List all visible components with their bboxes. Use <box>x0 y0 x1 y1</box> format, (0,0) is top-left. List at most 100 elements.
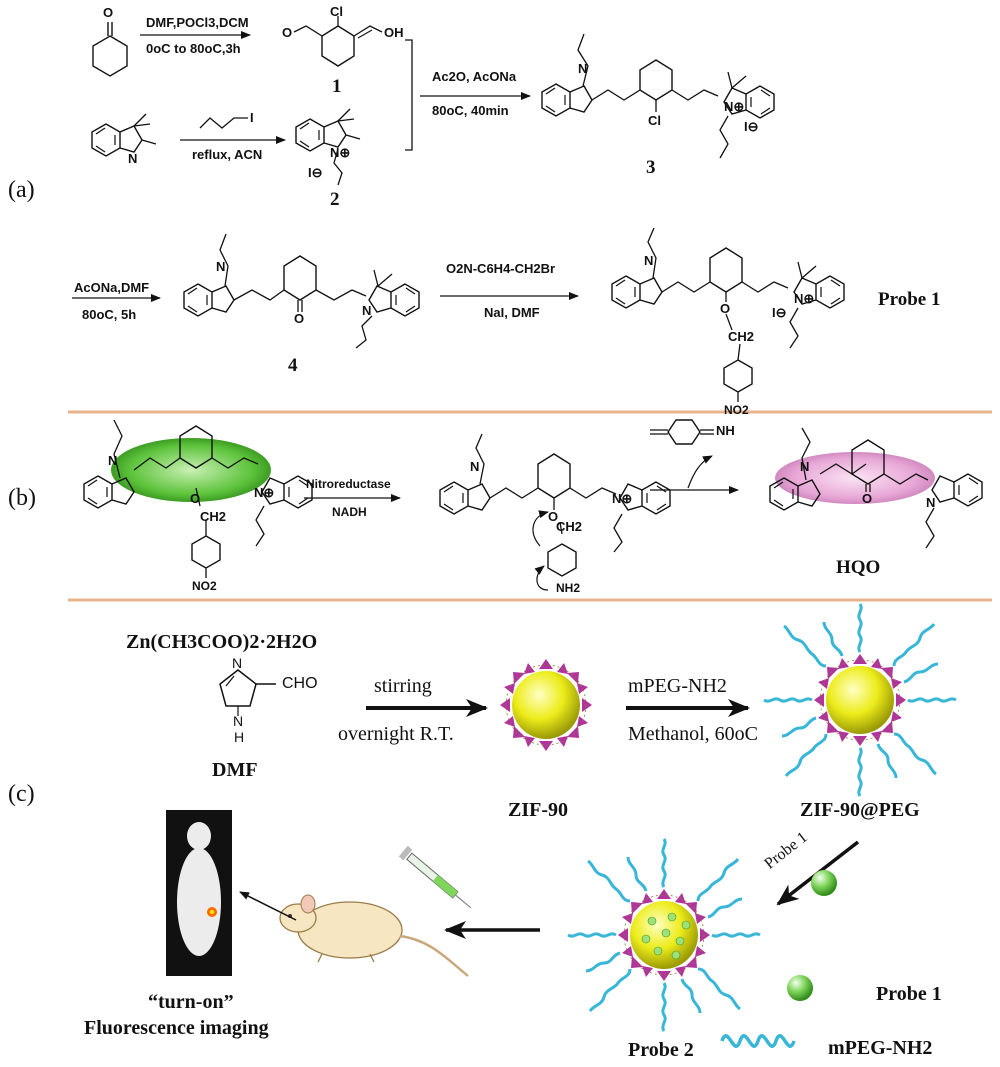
step5-conditions: NaI, DMF <box>484 305 540 320</box>
step5-reagent: O2N-C6H4-CH2Br <box>446 261 556 276</box>
step4-reagents: AcONa,DMF <box>74 280 150 295</box>
imidazole-n-top: N <box>232 655 243 671</box>
probe-1-structure <box>611 227 845 402</box>
compound-3-nplus: N⊕ <box>724 99 745 114</box>
compound-3-structure <box>541 33 775 159</box>
fluorescence-image-icon <box>166 810 232 976</box>
cyclohexanone-structure <box>92 22 128 77</box>
reactant-bracket <box>405 39 413 151</box>
solvent-label: DMF <box>212 759 258 781</box>
intermediate-n: N <box>470 459 480 474</box>
hqo-structure <box>769 427 983 549</box>
zif-90-label: ZIF-90 <box>508 799 568 821</box>
probe-2-label: Probe 2 <box>628 1039 694 1061</box>
propyl-iodide-structure <box>199 117 248 129</box>
probe-1-b-no2: NO2 <box>192 579 217 593</box>
probe-1-b-ch2: CH2 <box>200 509 227 524</box>
step1-conditions: 0oC to 80oC,3h <box>146 41 241 56</box>
hqo-label: HQO <box>836 557 881 578</box>
panel-c <box>166 603 957 1048</box>
compound-4-n-left: N <box>216 259 226 274</box>
compound-1-aldehyde-o: O <box>282 25 293 40</box>
intermediate-ch2: CH2 <box>556 519 583 534</box>
probe-1-structure-b <box>83 419 313 578</box>
compound-1-structure <box>293 16 383 67</box>
zif-90-peg-particle <box>763 603 957 797</box>
probe-1-n: N <box>644 253 654 268</box>
propyl-iodide-i: I <box>250 110 254 125</box>
probe-1-label: Probe 1 <box>878 289 941 310</box>
probe-1-o: O <box>720 301 731 316</box>
legend-mpeg-label: mPEG-NH2 <box>828 1037 933 1059</box>
imidazole-aldehyde-structure <box>219 669 276 716</box>
step4-conditions: 80oC, 5h <box>82 307 137 322</box>
compound-4-o: O <box>294 311 305 326</box>
compound-3-n: N <box>578 61 588 76</box>
intermediate-nplus: N⊕ <box>612 491 633 506</box>
green-highlight-ellipse <box>111 438 271 502</box>
peg-coil-icon <box>720 1034 796 1048</box>
legend-probe1-label: Probe 1 <box>876 983 942 1005</box>
compound-2-nplus: N⊕ <box>330 145 351 160</box>
imaging-line-2: Fluorescence imaging <box>84 1017 269 1039</box>
compound-4-n-right: N <box>362 303 372 318</box>
panel-label-b: (b) <box>8 485 36 511</box>
probe-1-nplus: N⊕ <box>794 291 815 306</box>
imidazole-h: H <box>234 729 245 745</box>
compound-3-iminus: I⊖ <box>744 119 759 134</box>
mpeg-step-label: mPEG-NH2 <box>628 675 727 697</box>
intermediate-nh2: NH2 <box>556 581 581 595</box>
hqo-o: O <box>862 491 873 506</box>
amine-intermediate-structure <box>439 433 671 591</box>
step2-conditions: reflux, ACN <box>192 147 263 162</box>
panel-b <box>83 419 983 591</box>
overnight-label: overnight R.T. <box>338 723 454 745</box>
compound-2-iminus: I⊖ <box>308 165 323 180</box>
panel-a <box>72 16 845 402</box>
byproduct-nh: NH <box>716 423 735 438</box>
stirring-label: stirring <box>374 675 432 697</box>
hqo-n: N <box>800 459 810 474</box>
panel-label-c: (c) <box>8 781 35 807</box>
methanol-label: Methanol, 60oC <box>628 723 758 745</box>
panel-label-a: (a) <box>8 177 35 203</box>
compound-label-4: 4 <box>288 355 298 376</box>
imidazole-cho: CHO <box>282 675 318 692</box>
probe-1-b-nplus: N⊕ <box>254 485 275 500</box>
step3-conditions: 80oC, 40min <box>432 103 509 118</box>
probe-1-iminus: I⊖ <box>772 305 787 320</box>
compound-label-3: 3 <box>646 157 656 178</box>
enzyme-label: Nitroreductase <box>306 477 391 491</box>
probe1-sphere-icon <box>811 870 837 896</box>
indolenine-n: N <box>128 151 138 166</box>
imidazole-n-bottom: N <box>233 713 244 729</box>
legend-probe1-sphere-icon <box>787 975 813 1001</box>
probe-1-b-n: N <box>108 453 118 468</box>
probe-1-ch2: CH2 <box>728 329 755 344</box>
trimethylindolenine-structure <box>91 113 157 157</box>
quinone-methide-structure <box>650 419 714 445</box>
cyclohexanone-o: O <box>103 5 114 20</box>
compound-3-cl: Cl <box>648 113 661 128</box>
step1-reagents: DMF,POCl3,DCM <box>146 15 249 30</box>
cofactor-label: NADH <box>332 505 367 519</box>
compound-4-structure <box>183 233 420 349</box>
imaging-arrow <box>239 891 297 921</box>
probe-1-b-o: O <box>190 491 201 506</box>
probe-1-no2: NO2 <box>724 403 749 417</box>
hqo-n-right: N <box>926 495 936 510</box>
zif-90-peg-label: ZIF-90@PEG <box>800 799 920 821</box>
compound-2-structure <box>295 108 361 186</box>
probe-2-particle <box>567 838 761 1032</box>
mouse-icon <box>279 894 469 977</box>
syringe-icon <box>398 845 472 909</box>
compound-1-cl: Cl <box>330 4 343 19</box>
byproduct-release-arrow <box>687 455 713 489</box>
zif-90-particle <box>499 658 593 752</box>
compound-label-2: 2 <box>330 189 340 210</box>
intermediate-o: O <box>548 509 559 524</box>
step3-reagents: Ac2O, AcONa <box>432 69 517 84</box>
compound-label-1: 1 <box>332 76 342 97</box>
compound-1-oh: OH <box>384 25 404 40</box>
